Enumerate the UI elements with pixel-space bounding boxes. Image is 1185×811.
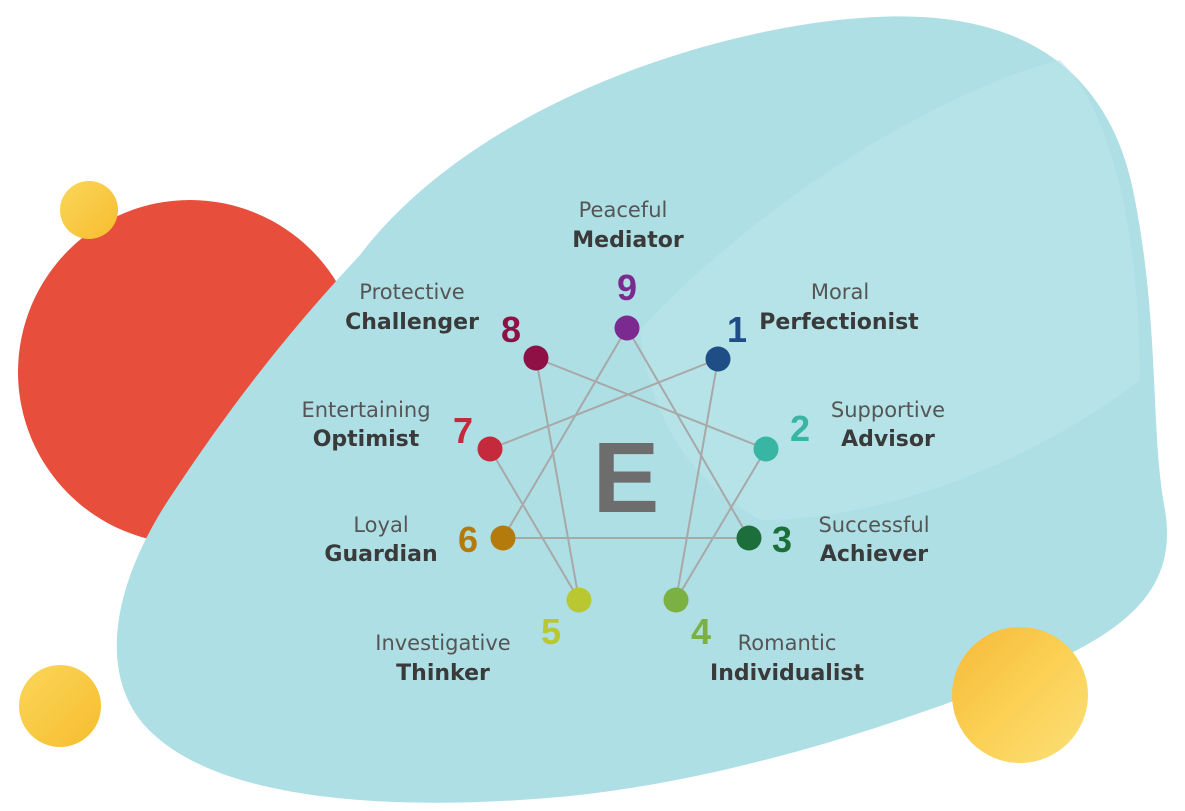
line-5-7	[489, 448, 580, 601]
node-6	[490, 525, 516, 551]
line-9-3	[626, 327, 750, 539]
type-3-number: 3	[772, 519, 792, 560]
type-9-name: Mediator	[572, 228, 684, 253]
yellow-decor-circle-bottom-left	[19, 665, 101, 747]
enneagram-nodes	[477, 315, 779, 613]
yellow-decor-circle-top-left	[60, 181, 118, 239]
type-9-adjective: Peaceful	[579, 198, 668, 222]
type-2-adjective: Supportive	[831, 398, 945, 422]
type-3-adjective: Successful	[818, 513, 929, 537]
type-3-group: 3 Successful Achiever	[772, 513, 930, 567]
type-7-number: 7	[453, 410, 473, 451]
type-1-name: Perfectionist	[759, 310, 919, 335]
line-7-1	[489, 358, 719, 450]
type-9-group: Peaceful Mediator 9	[572, 198, 684, 308]
type-5-number: 5	[541, 611, 561, 652]
node-4	[663, 587, 689, 613]
node-2	[753, 436, 779, 462]
node-9	[614, 315, 640, 341]
type-5-name: Thinker	[396, 661, 490, 686]
type-6-number: 6	[458, 519, 478, 560]
type-6-adjective: Loyal	[353, 513, 408, 537]
line-2-8	[535, 357, 767, 450]
node-5	[566, 587, 592, 613]
line-6-9	[502, 327, 628, 539]
type-2-number: 2	[790, 408, 810, 449]
enneagram-lines	[489, 327, 767, 601]
node-8	[523, 345, 549, 371]
center-letter: E	[593, 422, 660, 534]
type-4-adjective: Romantic	[738, 631, 837, 655]
type-6-name: Guardian	[324, 542, 437, 567]
type-2-name: Advisor	[841, 427, 935, 452]
type-1-number: 1	[727, 309, 747, 350]
line-1-4	[675, 358, 719, 601]
type-5-group: 5 Investigative Thinker	[375, 611, 561, 686]
type-8-adjective: Protective	[359, 280, 464, 304]
type-1-group: 1 Moral Perfectionist	[727, 280, 919, 350]
type-7-adjective: Entertaining	[301, 398, 430, 422]
line-4-2	[675, 448, 767, 601]
type-6-group: 6 Loyal Guardian	[324, 513, 478, 567]
type-4-group: 4 Romantic Individualist	[691, 611, 864, 686]
type-9-number: 9	[617, 267, 637, 308]
node-7	[477, 436, 503, 462]
node-3	[736, 525, 762, 551]
type-7-group: 7 Entertaining Optimist	[301, 398, 473, 452]
line-8-5	[535, 357, 580, 601]
type-4-name: Individualist	[710, 661, 864, 686]
type-2-group: 2 Supportive Advisor	[790, 398, 945, 452]
node-1	[705, 346, 731, 372]
type-5-adjective: Investigative	[375, 631, 510, 655]
type-7-name: Optimist	[313, 427, 420, 452]
type-1-adjective: Moral	[811, 280, 869, 304]
type-3-name: Achiever	[820, 542, 928, 567]
type-8-group: 8 Protective Challenger	[345, 280, 521, 350]
type-8-number: 8	[501, 309, 521, 350]
yellow-decor-circle-bottom-right	[952, 627, 1088, 763]
type-4-number: 4	[691, 611, 711, 652]
type-8-name: Challenger	[345, 310, 479, 335]
blob-highlight	[640, 60, 1140, 520]
